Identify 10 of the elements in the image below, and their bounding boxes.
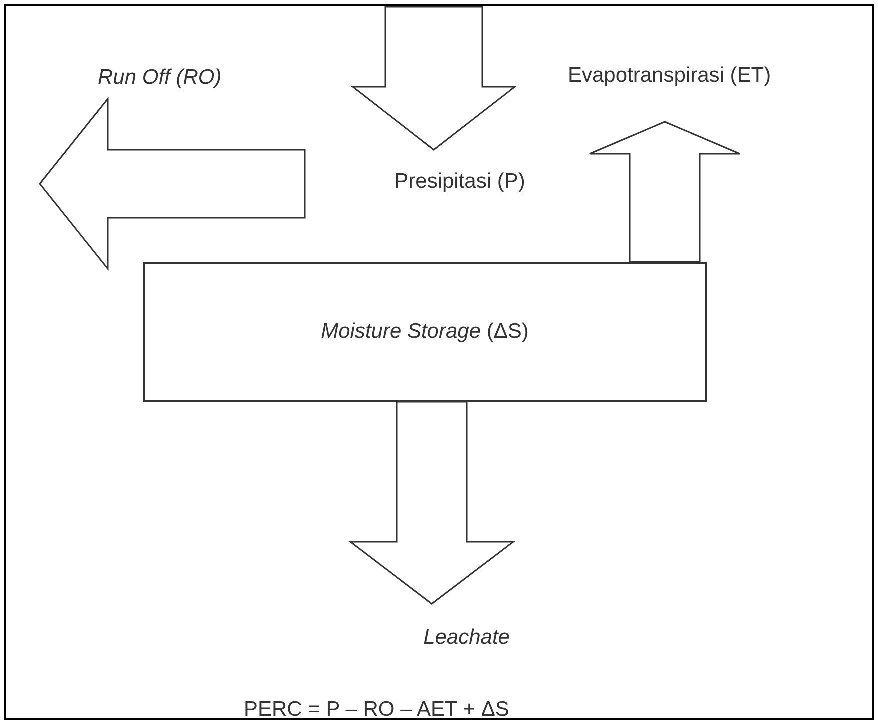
leachate-text: Leachate	[424, 625, 510, 652]
block-arrow	[350, 6, 518, 151]
block-arrow	[348, 401, 516, 605]
evapotranspirasi-text: Evapotranspirasi (ET)	[568, 63, 772, 90]
presipitasi-text: Presipitasi (P)	[394, 169, 526, 196]
storage-box	[143, 262, 707, 402]
runoff-label: Run Off (RO)	[98, 65, 222, 91]
block-arrow	[589, 121, 741, 263]
storage-label: Moisture Storage (ΔS)	[321, 319, 529, 346]
formula-text: PERC = P – RO – AET + ΔS	[244, 697, 510, 723]
